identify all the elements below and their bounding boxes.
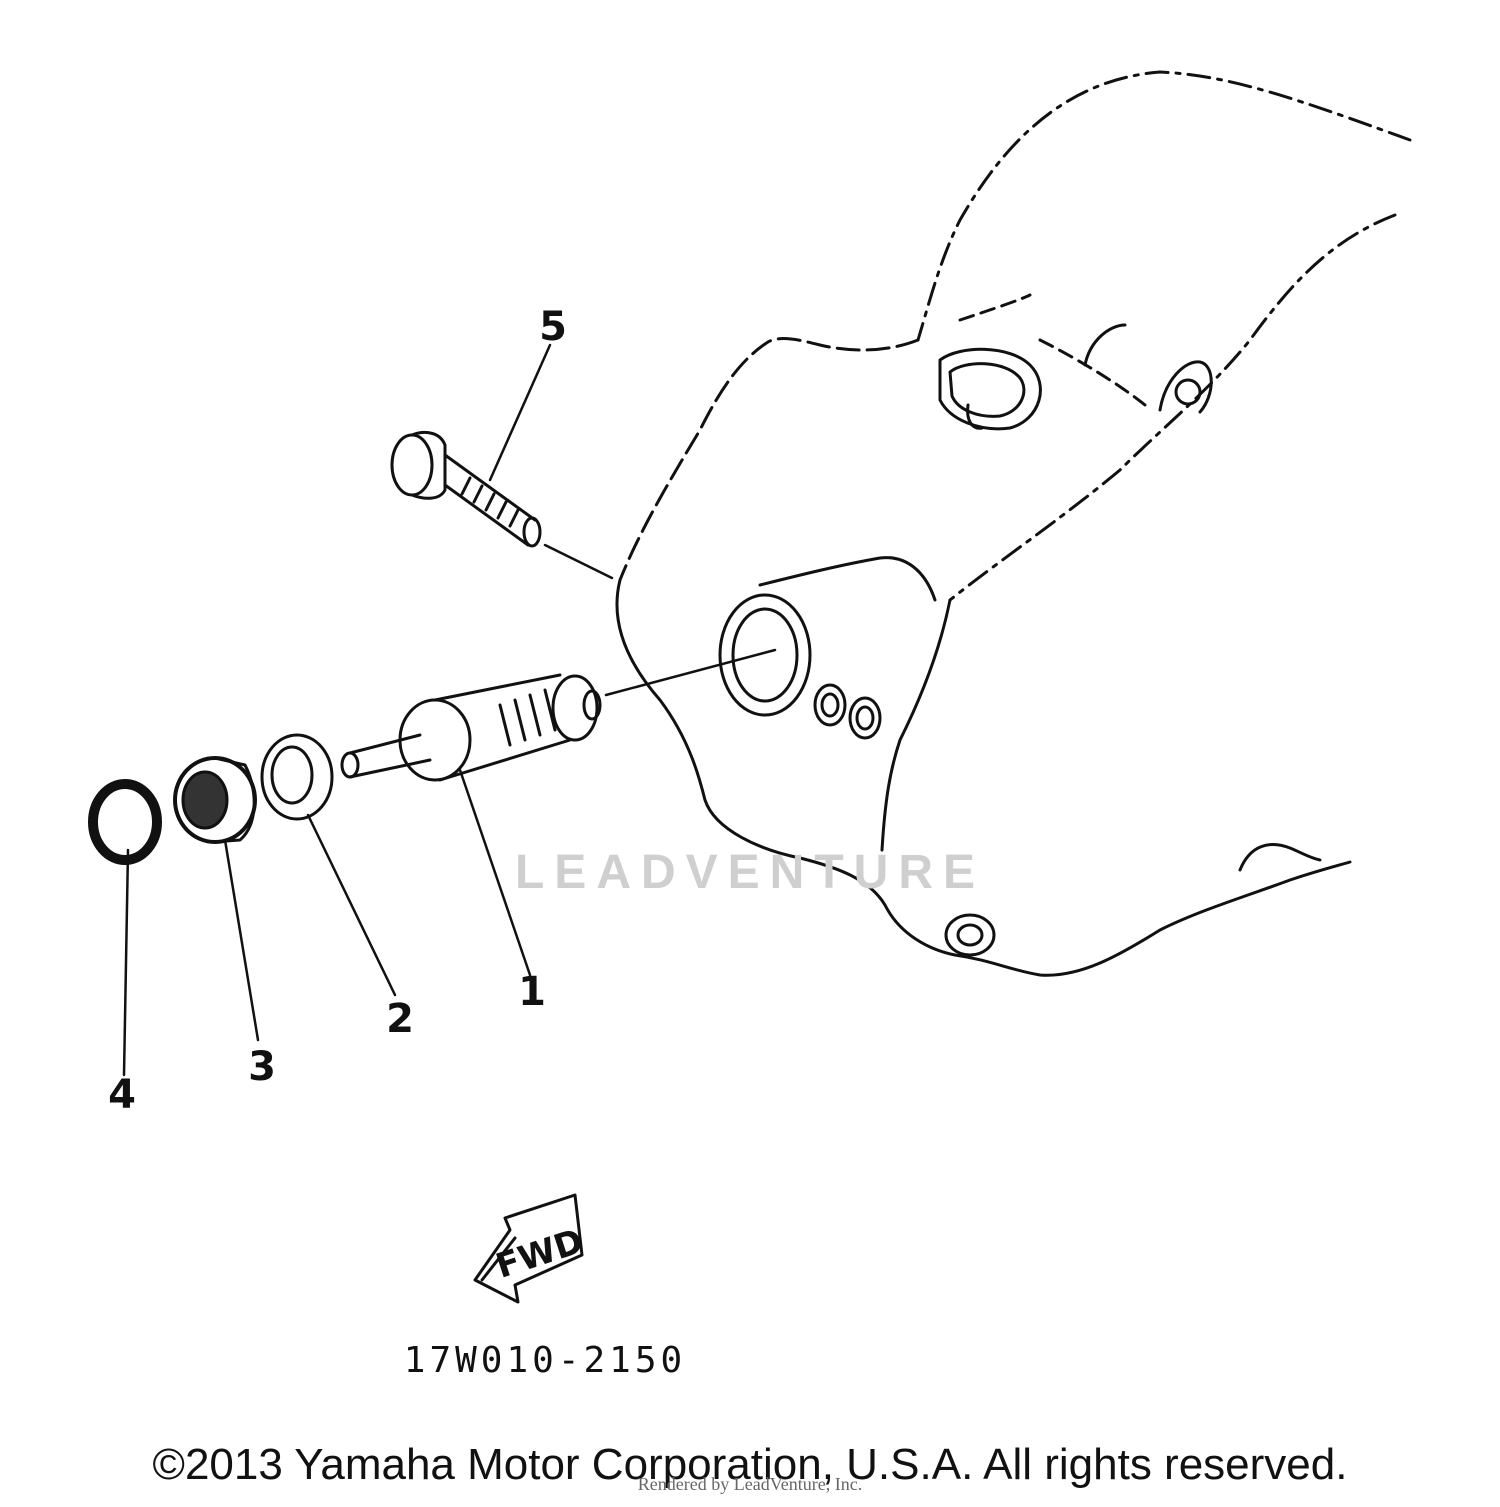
fwd-label: FWD [491, 1221, 588, 1287]
crankcase-outline [615, 70, 1412, 977]
bolt-part-5 [390, 431, 542, 548]
callout-3: 3 [248, 1044, 276, 1090]
oil-seal-part-2 [260, 733, 334, 821]
drawing-code: 17W010-2150 [404, 1340, 686, 1381]
leader-lines [122, 343, 777, 1077]
rendered-by-note: Rendered by LeadVenture, Inc. [637, 1474, 863, 1494]
copyright-notice: ©2013 Yamaha Motor Corporation, U.S.A. A… [152, 1440, 1348, 1489]
fwd-arrow-icon [473, 1193, 584, 1304]
callout-1: 1 [518, 969, 546, 1015]
callout-4: 4 [108, 1072, 136, 1118]
shaft-part-1 [340, 673, 602, 782]
callout-2: 2 [386, 996, 414, 1042]
circlip-part-4 [88, 779, 162, 865]
callout-5: 5 [539, 304, 567, 350]
bearing-part-3 [173, 756, 257, 844]
watermark: LEADVENTURE [515, 846, 985, 899]
